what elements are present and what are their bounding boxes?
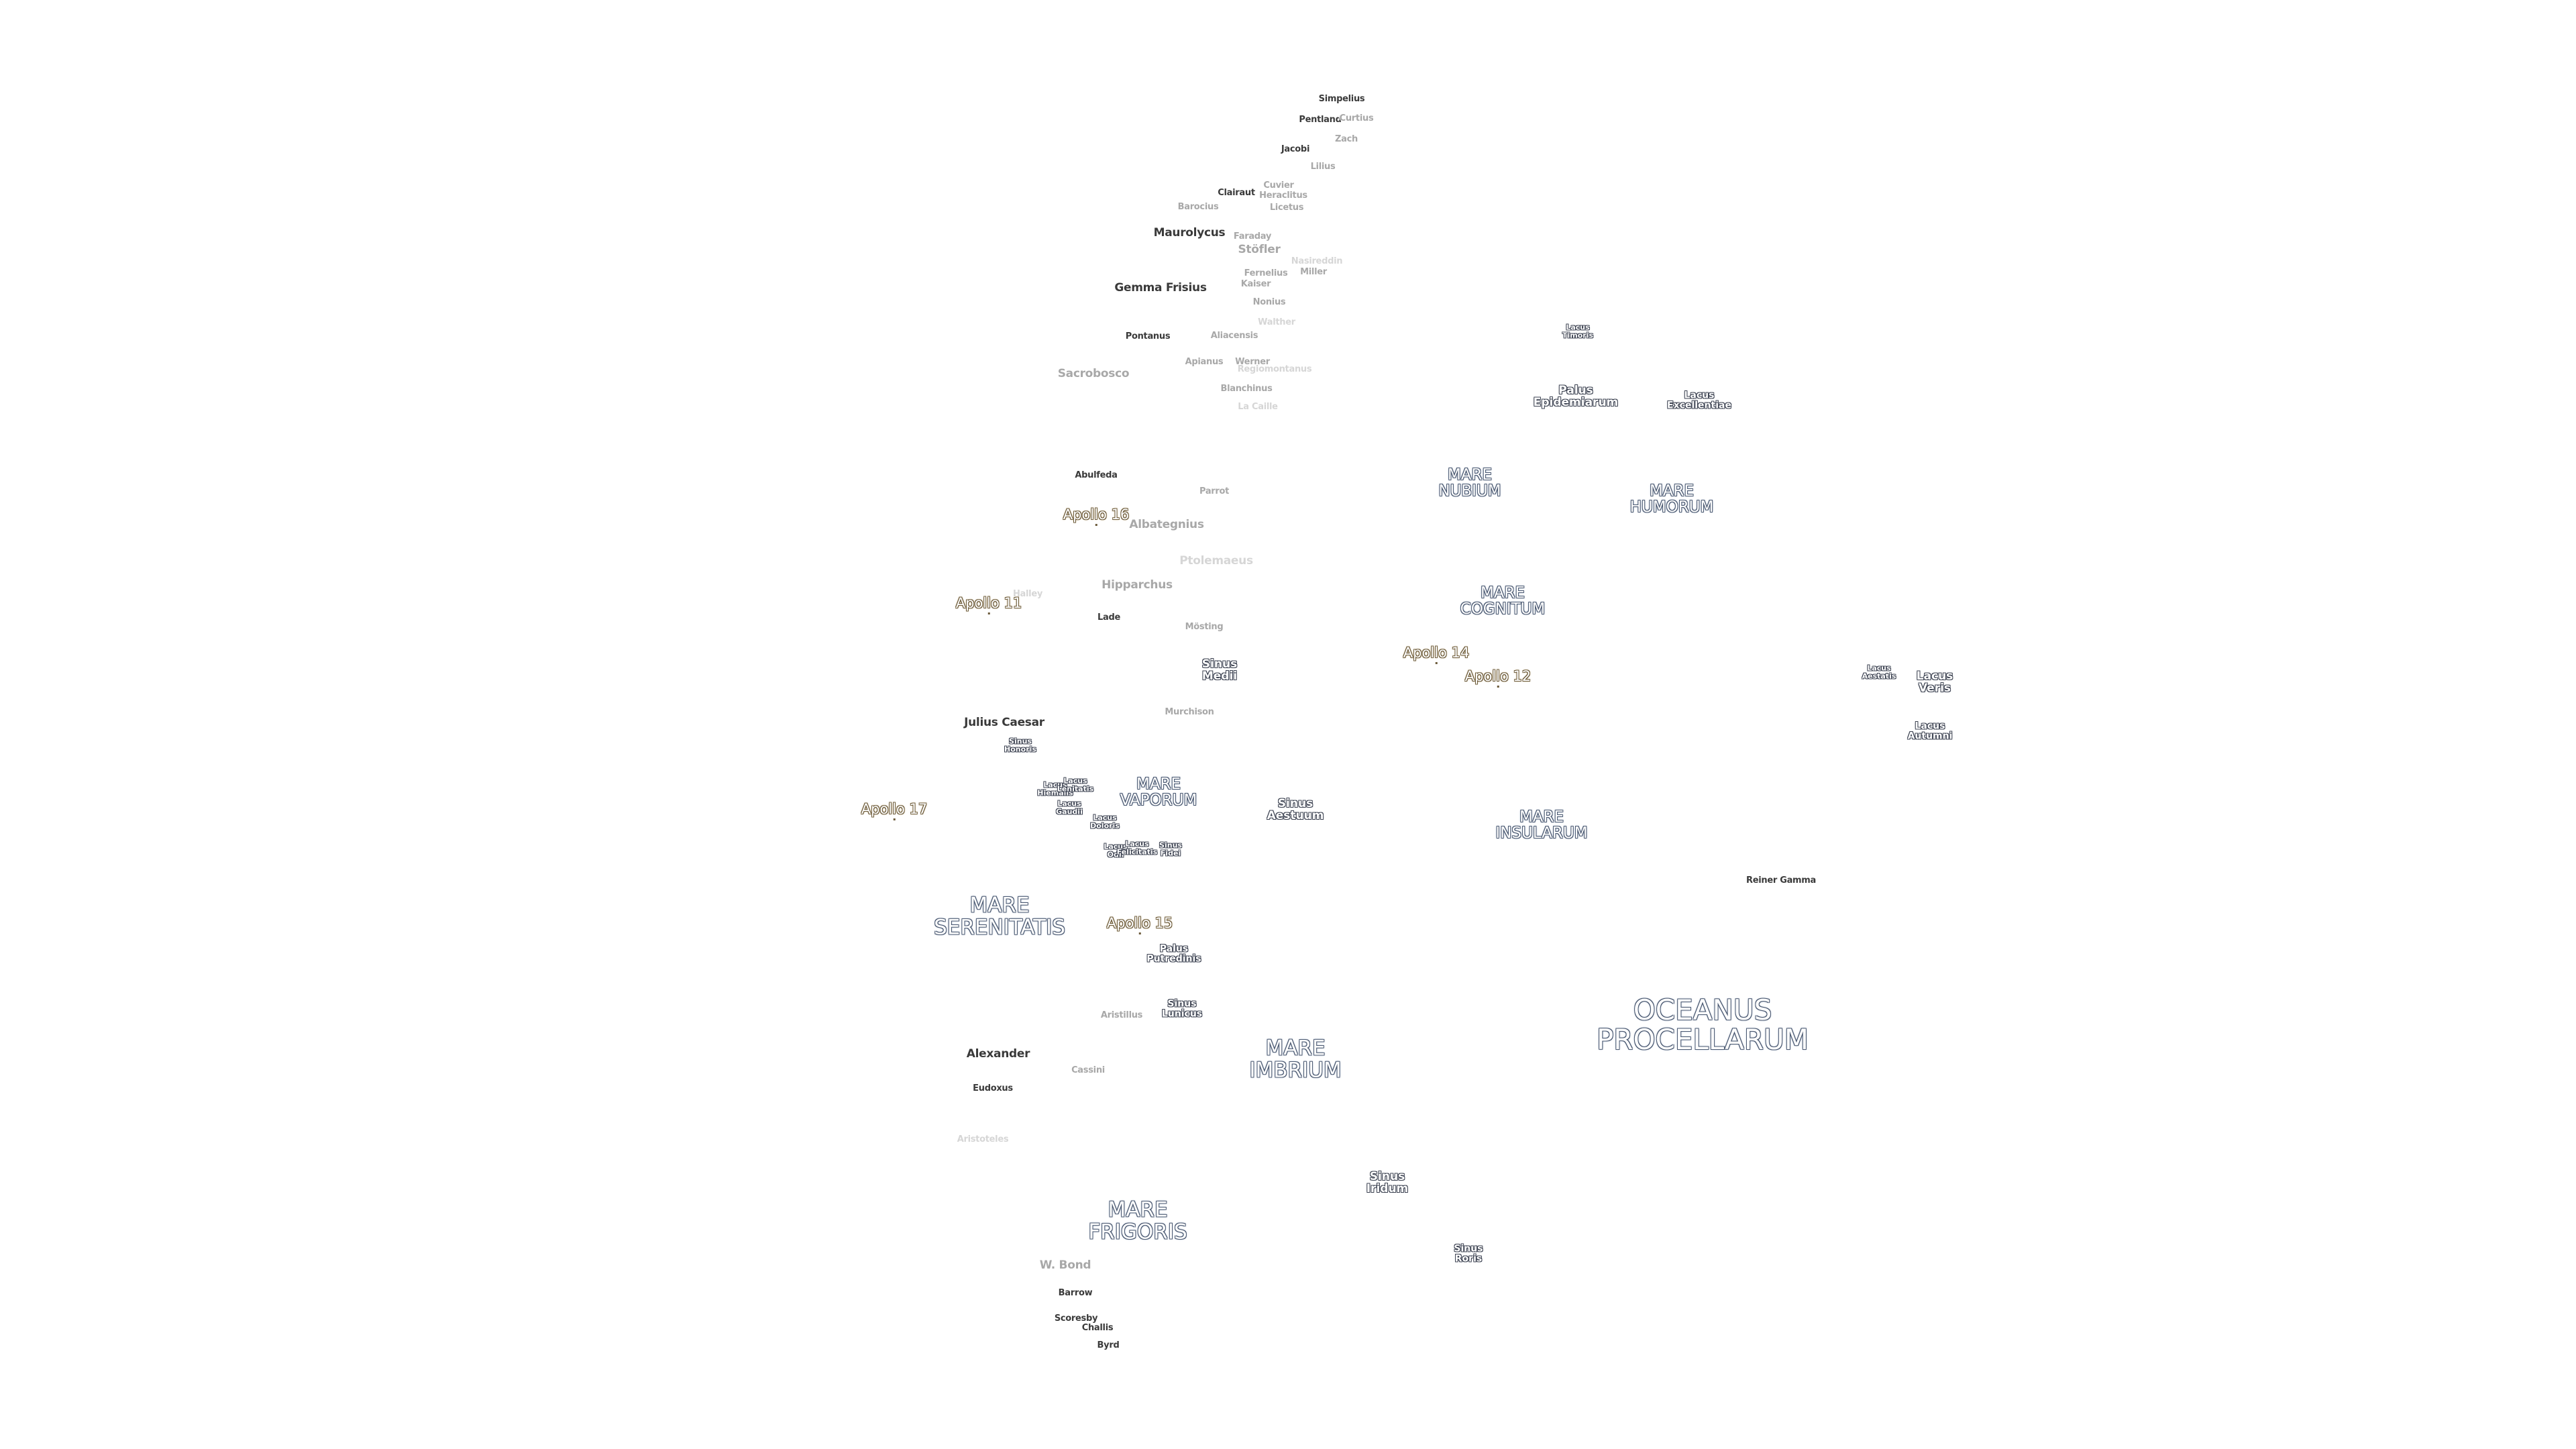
feature-label: Sinus Medii <box>1201 657 1238 683</box>
apollo-site-label[interactable]: Apollo 12 <box>1464 667 1532 688</box>
feature-label: Sinus Lunicus <box>1161 998 1203 1019</box>
apollo-site-label[interactable]: Apollo 15 <box>1106 914 1173 935</box>
crater-label: La Caille <box>1238 402 1278 413</box>
feature-label: Lacus Aestatis <box>1862 663 1896 680</box>
crater-label: Kaiser <box>1240 279 1271 290</box>
crater-label: Parrot <box>1199 486 1230 497</box>
feature-label: Sinus Aestuum <box>1267 797 1324 822</box>
crater-label: Murchison <box>1165 707 1214 718</box>
crater-label: Gemma Frisius <box>1114 281 1207 295</box>
crater-label: Eudoxus <box>973 1083 1013 1094</box>
mare-label: MARE INSULARUM <box>1495 808 1588 842</box>
crater-label: W. Bond <box>1039 1258 1091 1273</box>
feature-label: Sinus Iridum <box>1366 1170 1409 1195</box>
crater-label: Faraday <box>1233 231 1272 242</box>
crater-label: Challis <box>1081 1323 1114 1334</box>
apollo-site-label[interactable]: Apollo 14 <box>1403 644 1470 665</box>
crater-label: Miller <box>1300 267 1327 278</box>
feature-label: Lacus Excellentiae <box>1667 390 1731 411</box>
feature-label: Sinus Roris <box>1454 1243 1483 1264</box>
crater-label: Nasireddin <box>1291 256 1343 267</box>
crater-label: Albategnius <box>1129 518 1204 532</box>
crater-label: Pentland <box>1299 115 1342 125</box>
crater-label: Cuvier <box>1263 180 1294 191</box>
crater-label: Lilius <box>1310 162 1336 172</box>
crater-label: Cassini <box>1071 1065 1105 1076</box>
mare-label: MARE HUMORUM <box>1629 482 1714 516</box>
crater-label: Barocius <box>1177 202 1219 213</box>
feature-label: Lacus Timoris <box>1562 323 1594 339</box>
feature-label: Sinus Honoris <box>1004 737 1036 753</box>
crater-label: Abulfeda <box>1075 470 1118 481</box>
crater-label: Scoresby <box>1054 1313 1098 1324</box>
crater-label: Licetus <box>1269 203 1304 213</box>
crater-label: Barrow <box>1058 1288 1093 1299</box>
crater-label: Halley <box>1012 589 1043 600</box>
crater-label: Curtius <box>1339 113 1374 124</box>
apollo-site-label[interactable]: Apollo 11 <box>955 594 1022 615</box>
mare-label: MARE COGNITUM <box>1460 584 1546 618</box>
feature-label: Lacus Autumni <box>1907 720 1953 741</box>
crater-label: Zach <box>1335 134 1358 145</box>
crater-label: Heraclitus <box>1259 191 1307 201</box>
feature-label: Lacus Odii <box>1104 842 1128 859</box>
crater-label: Blanchinus <box>1220 384 1273 394</box>
apollo-site-label[interactable]: Apollo 16 <box>1063 506 1130 527</box>
crater-label: Simpelius <box>1318 94 1365 105</box>
crater-label: Byrd <box>1097 1340 1120 1351</box>
mare-label: MARE FRIGORIS <box>1088 1197 1187 1244</box>
feature-label: Lacus Veris <box>1916 669 1953 695</box>
feature-label: Sinus Fidei <box>1159 841 1182 857</box>
crater-label: Walther <box>1258 317 1295 328</box>
crater-label: Julius Caesar <box>964 716 1044 730</box>
apollo-site-label[interactable]: Apollo 17 <box>861 800 928 821</box>
crater-label: Fernelius <box>1244 268 1288 279</box>
feature-label: Lacus Lenitatis <box>1057 776 1094 793</box>
crater-label: Lade <box>1097 612 1120 623</box>
crater-label: Jacobi <box>1281 144 1310 155</box>
mare-label: MARE VAPORUM <box>1120 775 1197 809</box>
crater-label: Nonius <box>1252 297 1286 308</box>
crater-label: Werner <box>1235 357 1270 368</box>
crater-label: Aristoteles <box>957 1134 1009 1145</box>
crater-label: Alexander <box>966 1047 1030 1061</box>
mare-label: OCEANUS PROCELLARUM <box>1596 993 1809 1056</box>
feature-label: Lacus Felicitatis <box>1116 839 1158 856</box>
crater-label: Sacrobosco <box>1057 367 1130 381</box>
crater-label: Aliacensis <box>1210 331 1258 341</box>
feature-label: Lacus Doloris <box>1090 813 1120 830</box>
crater-label: Hipparchus <box>1102 578 1173 592</box>
crater-label: Clairaut <box>1218 188 1255 199</box>
feature-label: Lacus Gaudii <box>1056 799 1083 816</box>
feature-label: Palus Epidemiarum <box>1533 384 1619 409</box>
feature-label: Lacus Hiemalis <box>1037 780 1073 797</box>
crater-label: Apianus <box>1185 357 1224 368</box>
crater-label: Aristillus <box>1100 1010 1143 1021</box>
crater-label: Maurolycus <box>1153 226 1226 240</box>
crater-label: Stöfler <box>1238 243 1281 257</box>
crater-label: Regiomontanus <box>1237 364 1312 375</box>
feature-label: Palus Putredinis <box>1146 943 1201 964</box>
mare-label: MARE SERENITATIS <box>934 893 1065 939</box>
crater-label: Reiner Gamma <box>1746 875 1816 886</box>
mare-label: MARE NUBIUM <box>1438 466 1501 500</box>
crater-label: Mösting <box>1185 622 1224 633</box>
crater-label: Ptolemaeus <box>1179 554 1253 568</box>
mare-label: MARE IMBRIUM <box>1249 1036 1342 1082</box>
crater-label: Pontanus <box>1125 331 1171 342</box>
